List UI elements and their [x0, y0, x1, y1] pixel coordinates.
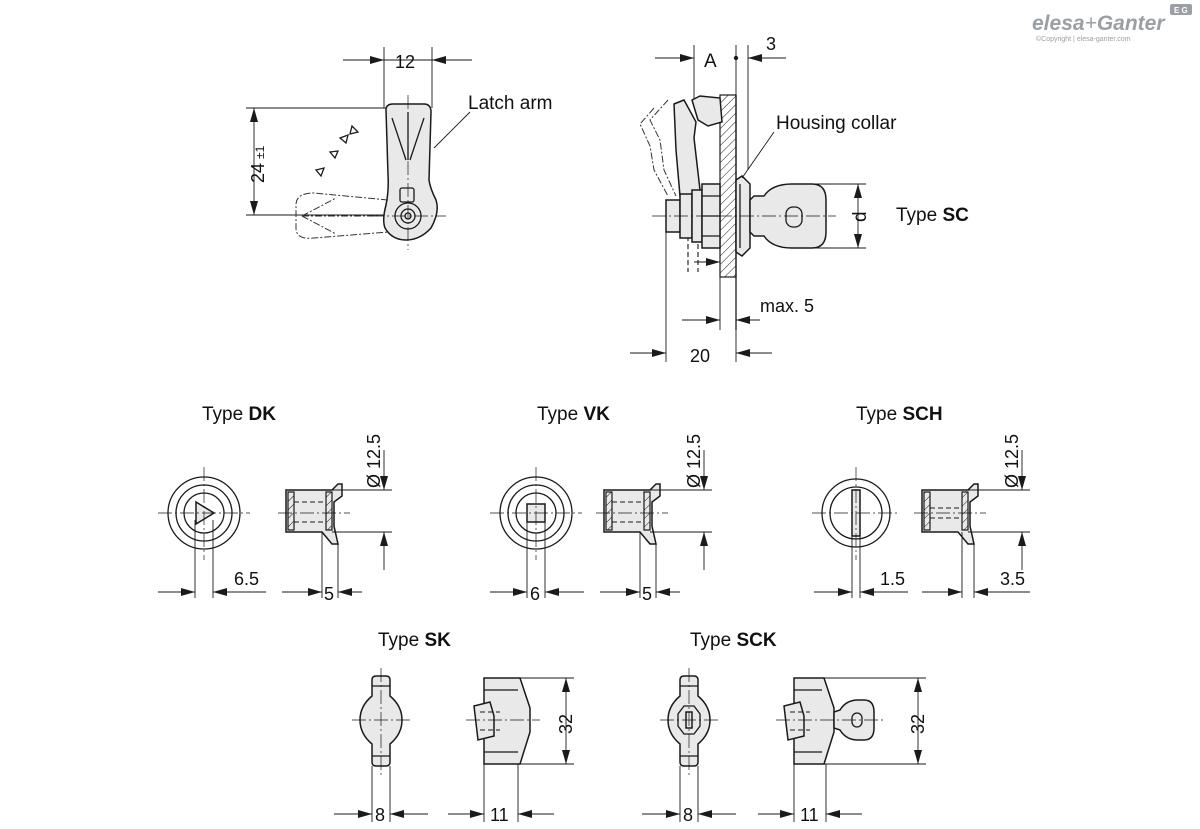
dim-3: 3 — [766, 34, 776, 54]
sck-dim-height: 32 — [908, 714, 928, 734]
type-sch-label: Type SCH — [856, 404, 943, 425]
sk-dim-height: 32 — [556, 714, 576, 734]
dim-A: A — [704, 51, 717, 72]
type-sc-label: Type SC — [896, 205, 969, 226]
sck-dim-b: 11 — [800, 805, 819, 825]
sch-dim-dia: Ø 12.5 — [1002, 434, 1022, 488]
type-sck-label: Type SCK — [690, 630, 777, 651]
vk-dim-b: 5 — [642, 584, 652, 604]
type-dk-label: Type DK — [202, 404, 276, 425]
svg-text:elesa+Ganter: elesa+Ganter — [1032, 12, 1166, 35]
label-housing-collar: Housing collar — [776, 113, 897, 134]
brand-logo: elesa+Ganter E G ©Copyright | elesa-gant… — [1032, 4, 1192, 43]
dim-20: 20 — [690, 346, 710, 366]
eg-badge-text: E G — [1174, 6, 1188, 15]
dk-dim-a: 6.5 — [234, 569, 259, 589]
label-latch-arm: Latch arm — [468, 93, 552, 114]
logo-plus: + — [1085, 12, 1097, 35]
logo-part2: Ganter — [1097, 12, 1167, 35]
sch-dim-b: 3.5 — [1000, 569, 1025, 589]
dk-dim-dia: Ø 12.5 — [364, 434, 384, 488]
latch-arm-front-view: 12 24±1 Latch arm — [246, 47, 552, 250]
sk-dim-b: 11 — [490, 805, 509, 825]
vk-dim-dia: Ø 12.5 — [684, 434, 704, 488]
eg-badge-box — [1170, 4, 1192, 15]
side-section-view: A 3 Housing collar — [630, 34, 969, 366]
dk-dim-b: 5 — [324, 584, 334, 604]
variant-sch: Type SCH 1.5 Ø 12.5 3.5 — [812, 404, 1030, 598]
dim-d: d — [850, 211, 871, 222]
type-vk-label: Type VK — [537, 404, 610, 425]
variant-sck: Type SCK 8 32 11 — [642, 630, 928, 825]
copyright-text: ©Copyright | elesa-ganter.com — [1036, 35, 1131, 43]
dim-height-24: 24±1 — [248, 145, 268, 183]
variant-vk: Type VK 6 Ø 12.5 5 — [490, 404, 712, 604]
dim-width-12: 12 — [395, 52, 415, 72]
type-sk-label: Type SK — [378, 630, 451, 651]
sch-dim-a: 1.5 — [880, 569, 905, 589]
vk-dim-a: 6 — [530, 584, 540, 604]
logo-part1: elesa — [1032, 12, 1085, 35]
sk-dim-a: 8 — [375, 805, 385, 825]
variant-sk: Type SK 8 32 11 — [334, 630, 576, 825]
sck-dim-a: 8 — [683, 805, 693, 825]
dim-max5: max. 5 — [760, 296, 814, 316]
variant-dk: Type DK 6.5 Ø 12.5 — [158, 404, 392, 604]
